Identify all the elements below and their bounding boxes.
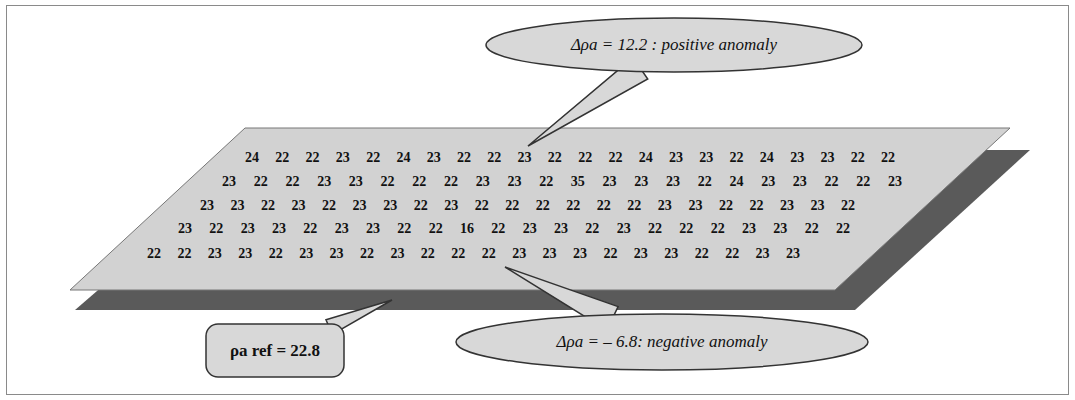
anomaly-label: Δρa = 12.2 : positive anomaly <box>571 35 777 55</box>
frame-border <box>7 6 1069 395</box>
reference-label: ρa ref = 22.8 <box>230 341 320 361</box>
value-row: 23 22 23 23 22 23 23 22 22 16 22 23 23 2… <box>178 220 850 238</box>
sheet-surface <box>70 128 1010 290</box>
value-row: 22 22 23 23 22 23 23 22 23 22 22 22 23 2… <box>147 245 800 263</box>
callout-outline <box>486 18 862 72</box>
value-row: 23 23 22 23 22 23 23 22 23 22 22 22 22 2… <box>200 197 855 215</box>
callout-ellipse: Δρa = 12.2 : positive anomaly <box>485 17 863 73</box>
value-row: 24 22 22 23 22 24 23 22 22 23 22 22 22 2… <box>245 149 895 167</box>
reference-outline <box>206 324 344 377</box>
reference-box: ρa ref = 22.8 <box>205 323 345 378</box>
value-row: 23 22 22 23 23 22 22 22 23 23 22 35 23 2… <box>222 173 902 191</box>
callout-outline <box>456 314 868 370</box>
resistivity-sheet: 24 22 22 23 22 24 23 22 22 23 22 22 22 2… <box>70 128 1030 310</box>
anomaly-label: Δρa = – 6.8: negative anomaly <box>557 332 768 352</box>
callout-ellipse: Δρa = – 6.8: negative anomaly <box>455 313 869 371</box>
